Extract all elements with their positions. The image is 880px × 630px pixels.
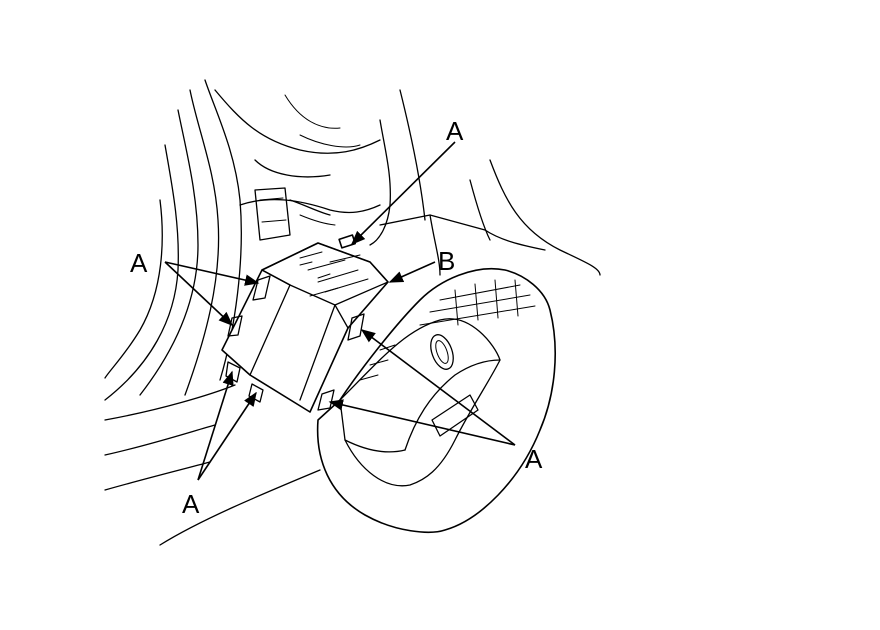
callout-label-a-right: A (525, 444, 543, 474)
callout-label-a-bottom: A (182, 489, 200, 519)
lower-cover-ribs (359, 279, 536, 381)
callout-label-a-top: A (446, 116, 464, 146)
cover-vent-slots (299, 251, 369, 297)
fuse-box-cover (221, 234, 389, 413)
callout-label-a-left: A (130, 248, 148, 278)
fuse-box-lower-cover (316, 268, 556, 533)
dashboard-background-linework (104, 79, 601, 546)
callout-label-b: B (438, 246, 455, 276)
callout-leader-lines (164, 141, 516, 481)
